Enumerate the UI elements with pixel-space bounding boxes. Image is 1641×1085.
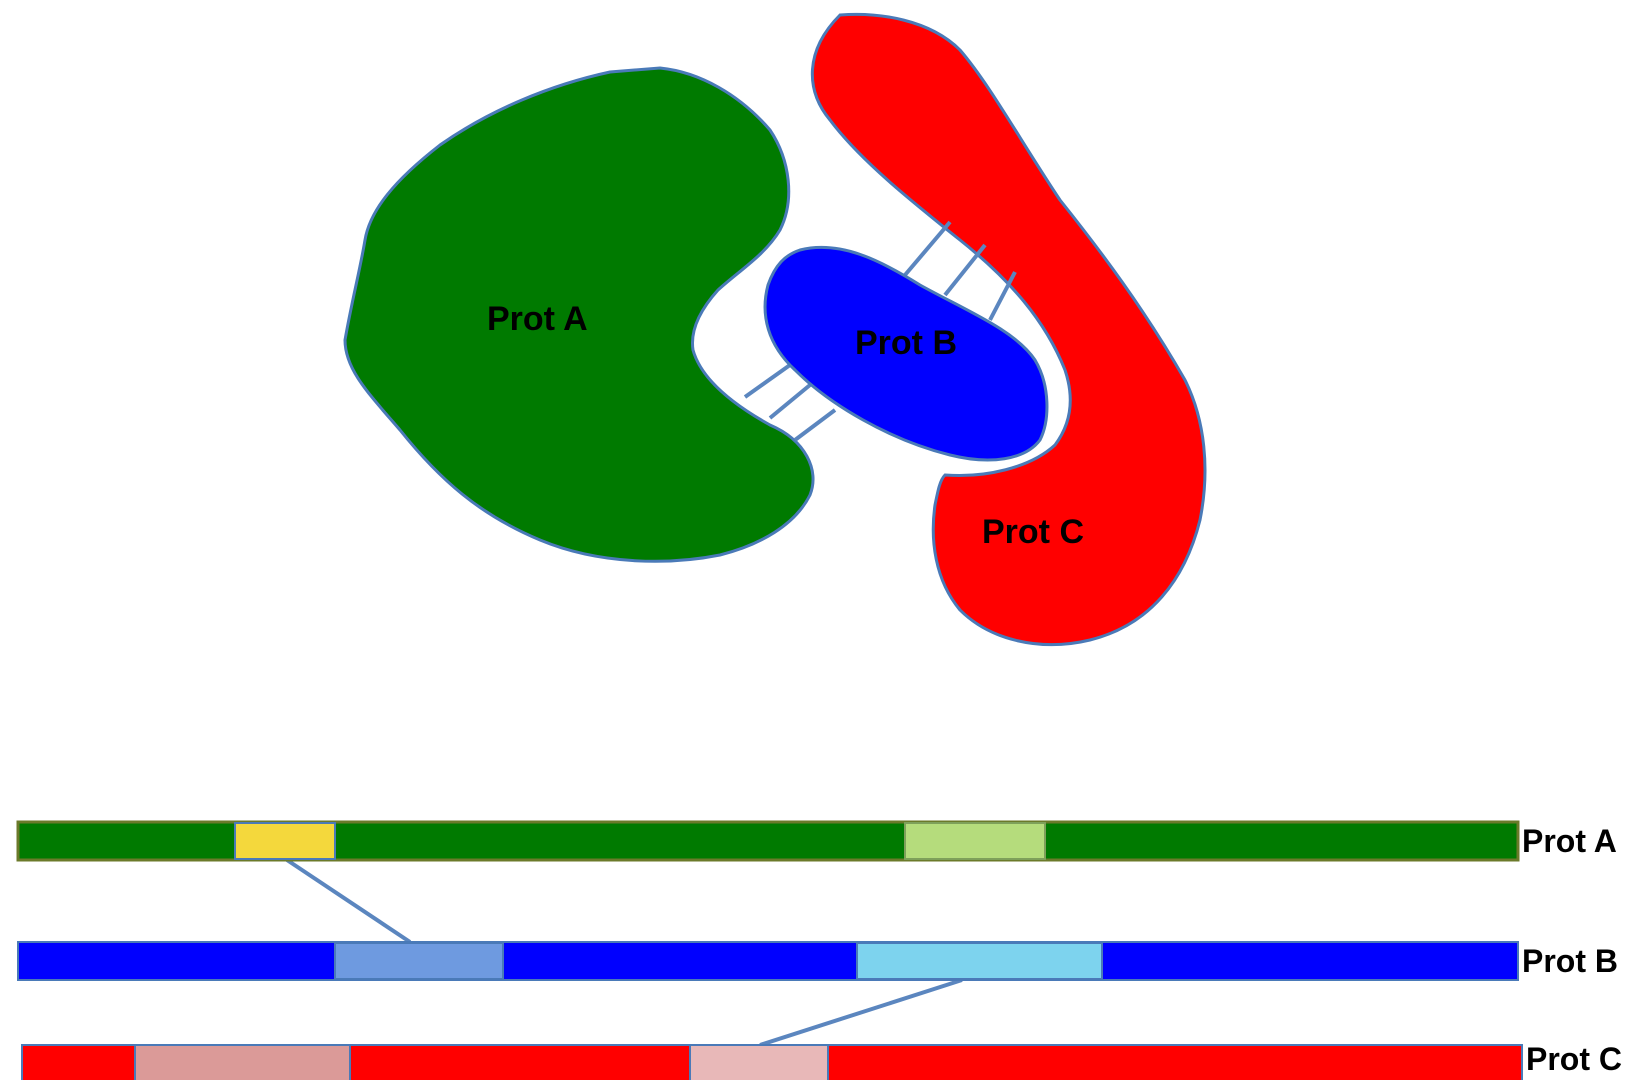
interaction-lines-b-c [903,220,1017,321]
sequence-view: Prot A Prot B Prot C [16,820,1622,1082]
prot-c-site-1 [134,1044,351,1082]
prot-a-site-2 [904,822,1046,860]
prot-a-blob-label: Prot A [487,300,588,338]
prot-c-site-2 [689,1044,829,1082]
prot-b-blob-label: Prot B [855,324,957,362]
prot-c-bar: Prot C [21,1041,1622,1082]
connector-a1-b1 [285,858,412,944]
prot-c-blob [810,12,1207,647]
prot-b-blob [763,245,1049,462]
prot-a-bar: Prot A [16,820,1617,862]
prot-a-blob [343,66,815,563]
prot-b-bar-label: Prot B [1522,943,1618,979]
prot-b-bar: Prot B [17,941,1618,981]
prot-b-bar-body [17,941,1519,981]
interaction-lines-a-b [743,363,837,442]
blob-view: Prot A Prot B Prot C [343,12,1207,647]
prot-a-bar-label: Prot A [1522,823,1617,859]
prot-c-bar-label: Prot C [1526,1041,1622,1077]
prot-a-site-1 [234,822,336,860]
prot-b-site-1 [334,942,504,980]
prot-c-blob-label: Prot C [982,513,1084,551]
connector-b2-c2 [759,978,963,1047]
prot-b-site-2 [856,942,1103,980]
